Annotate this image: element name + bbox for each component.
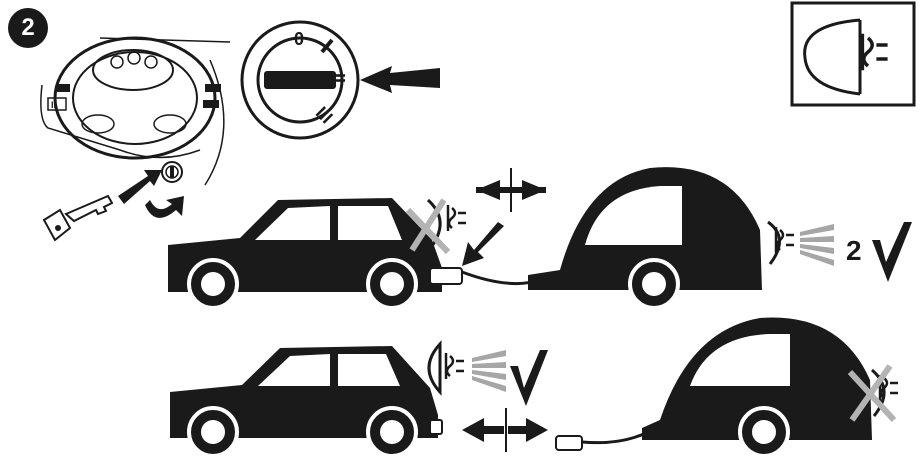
socket — [430, 420, 442, 434]
light-beams — [800, 224, 834, 266]
dashboard: II — [41, 38, 230, 240]
row-disconnected — [170, 318, 898, 456]
insert-arrow-icon — [118, 170, 162, 204]
count-label: 2 — [846, 235, 862, 266]
connect-arrows-icon — [476, 168, 546, 212]
caravan-rear-lamp-on — [768, 222, 834, 266]
steering-wheel-icon: II — [48, 38, 221, 158]
row-connected: 2 — [168, 167, 912, 308]
plug-pointer-arrow-icon — [462, 222, 504, 266]
car-icon — [168, 198, 442, 308]
ignition-lock-small — [162, 162, 182, 182]
position-arrow-icon — [360, 66, 440, 93]
caravan-icon — [528, 167, 762, 308]
ignition-switch-icon: 0 II III — [242, 22, 440, 138]
car-rear-lamp-on — [429, 344, 548, 406]
rotate-arrow-icon — [145, 196, 184, 218]
light-beams — [472, 350, 506, 392]
key-icon — [44, 196, 112, 240]
caravan-icon — [642, 318, 872, 456]
ignition-position-0: 0 — [294, 29, 304, 49]
check-icon — [872, 222, 912, 282]
plug-icon — [430, 268, 540, 284]
svg-text:II: II — [51, 100, 56, 110]
disconnect-arrows-icon — [462, 408, 548, 452]
ignition-position-2: II — [328, 73, 348, 83]
check-icon — [510, 350, 548, 406]
headlamp-symbol-icon — [792, 3, 914, 105]
car-icon — [170, 346, 438, 456]
